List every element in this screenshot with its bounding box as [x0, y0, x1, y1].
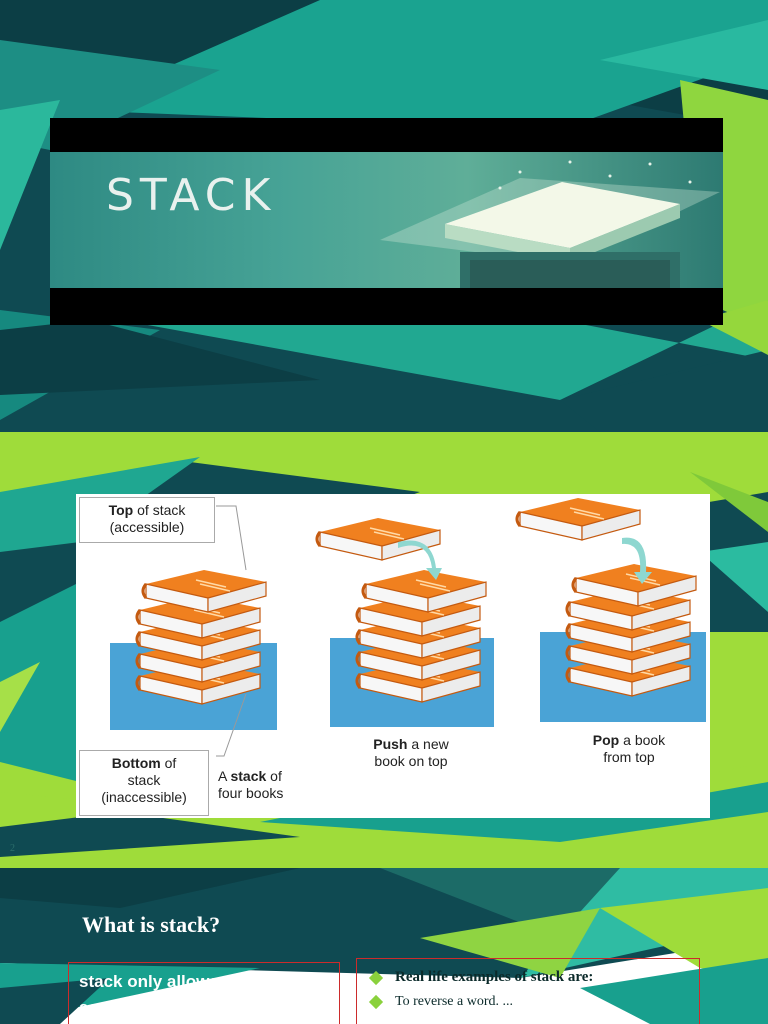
stack-books-drawing [110, 496, 706, 757]
four-books-label: A stack of four books [218, 768, 284, 801]
definition-text: stack only allows you to access its elem… [79, 972, 294, 1017]
stack-banner-image: STACK [50, 118, 723, 325]
definition-box: stack only allows you to access its elem… [68, 962, 340, 1024]
slide-background [0, 868, 768, 1024]
bottom-of-stack-label-box [79, 750, 209, 816]
top-of-stack-label: Top of stack (accessible) [108, 502, 186, 535]
what-is-stack-slide: What is stack? stack only allows you to … [0, 868, 768, 1024]
book-stack-four [135, 568, 268, 706]
stack-diagram-slide: Top of stack (accessible) Bottom of stac… [0, 432, 768, 868]
banner-artwork: STACK [50, 152, 723, 288]
stack-illustration: Top of stack (accessible) Bottom of stac… [76, 494, 710, 818]
examples-box: Real life examples of stack are: To reve… [356, 958, 700, 1024]
title-slide: STACK [0, 0, 768, 432]
bottom-of-stack-label: Bottom of stack (inaccessible) [101, 755, 187, 805]
book-stack-push [315, 516, 488, 704]
pop-label: Pop a book from top [592, 732, 666, 765]
banner-title: STACK [106, 170, 277, 221]
bullet-item: Real life examples of stack are: [368, 969, 685, 986]
top-of-stack-label-box [79, 497, 215, 543]
bullet-item: To reverse a word. ... [368, 994, 685, 1010]
diamond-bullet-icon [368, 970, 384, 985]
slide-title: What is stack? [82, 912, 221, 937]
glowing-block-illustration [380, 160, 720, 288]
slide-number: 2 [10, 843, 15, 854]
book-stack-pop [515, 496, 698, 698]
diamond-bullet-icon [368, 994, 384, 1010]
push-label: Push a new book on top [373, 736, 449, 769]
